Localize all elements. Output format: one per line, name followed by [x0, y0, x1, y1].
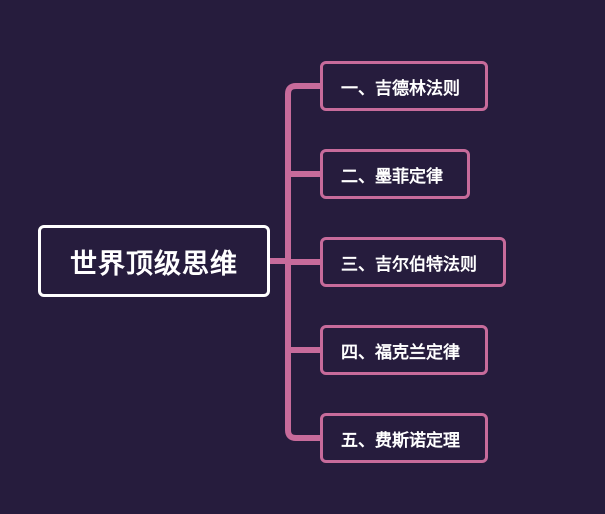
- branch-label: 五、费斯诺定理: [341, 430, 460, 451]
- branch-node-murphys-law[interactable]: 二、墨菲定律: [320, 149, 470, 199]
- branch-node-fessno-theorem[interactable]: 五、费斯诺定理: [320, 413, 488, 463]
- branch-node-gidlin-law[interactable]: 一、吉德林法则: [320, 61, 488, 111]
- root-topic-label: 世界顶级思维: [70, 248, 238, 280]
- branch-node-gilbert-law[interactable]: 三、吉尔伯特法则: [320, 237, 506, 287]
- branch-label: 三、吉尔伯特法则: [341, 254, 477, 275]
- root-topic-node[interactable]: 世界顶级思维: [38, 225, 270, 297]
- branch-node-falkland-law[interactable]: 四、福克兰定律: [320, 325, 488, 375]
- branch-label: 二、墨菲定律: [341, 166, 443, 187]
- branch-label: 四、福克兰定律: [341, 342, 460, 363]
- branch-label: 一、吉德林法则: [341, 78, 460, 99]
